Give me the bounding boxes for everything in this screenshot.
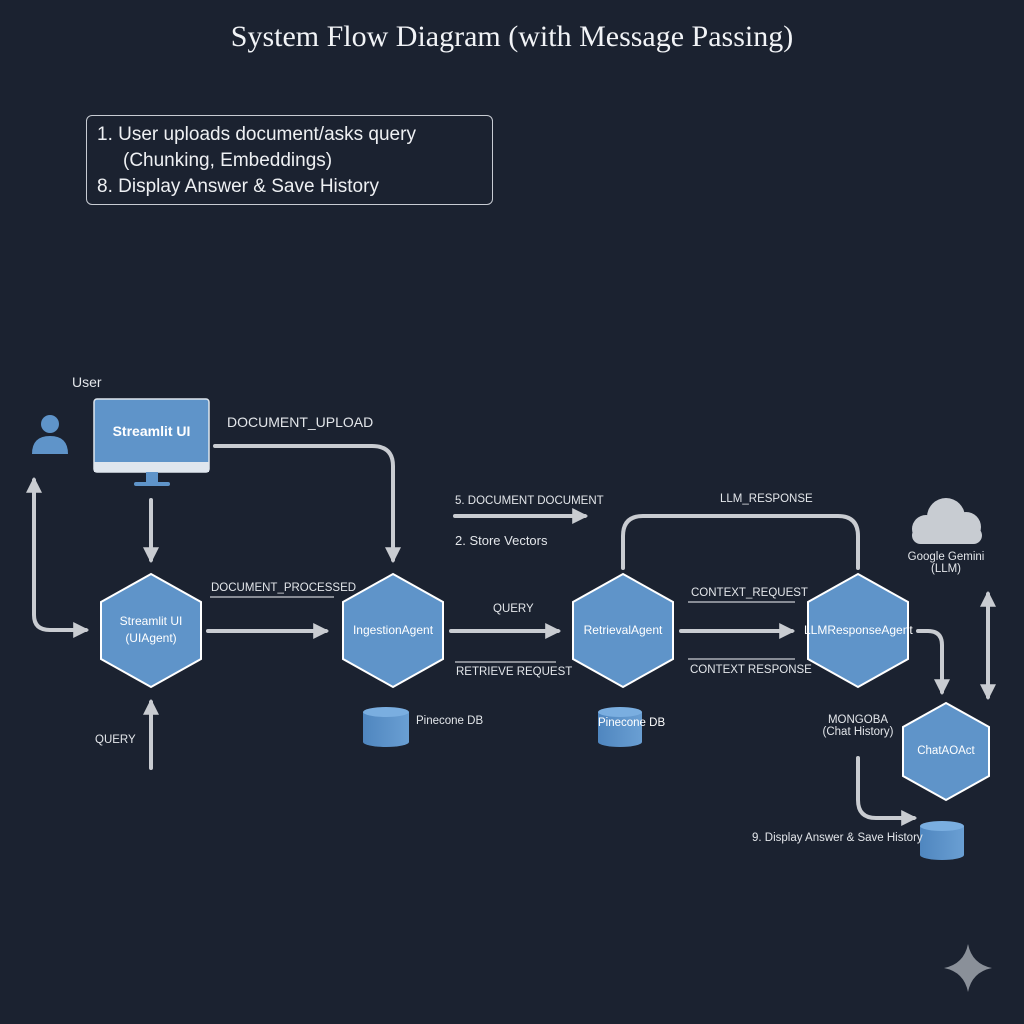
node-retrieval-agent[interactable] — [572, 572, 674, 689]
monitor-label: Streamlit UI — [112, 423, 191, 439]
diagram-title: System Flow Diagram (with Message Passin… — [230, 20, 794, 53]
mongo-db-label-line2: (Chat History) — [822, 726, 894, 738]
database-icon — [363, 707, 409, 747]
monitor-icon — [93, 398, 210, 486]
arrow-mongo-to-db — [856, 756, 918, 826]
database-icon — [920, 821, 964, 860]
node-ingestion-agent[interactable] — [342, 572, 444, 689]
step-line-1: 1. User uploads document/asks query — [97, 124, 416, 145]
message-document-processed: DOCUMENT_PROCESSED — [211, 582, 357, 594]
node-uiagent-label-line2: (UIAgent) — [125, 631, 177, 645]
message-llm-response: LLM_RESPONSE — [720, 493, 813, 505]
message-document-upload: DOCUMENT_UPLOAD — [227, 414, 374, 430]
step-line-3: 8. Display Answer & Save History — [97, 176, 379, 197]
connectors — [26, 444, 996, 826]
node-uiagent-label: Streamlit UI (UIAgent) — [101, 613, 201, 647]
gemini-label-line1: Google Gemini — [907, 551, 985, 563]
node-chat-agent[interactable] — [902, 701, 990, 802]
message-context-response: CONTEXT RESPONSE — [690, 664, 812, 676]
node-uiagent-label-line1: Streamlit UI — [119, 614, 183, 628]
node-chat-label: ChatAOAct — [917, 745, 975, 757]
message-store-vectors: 2. Store Vectors — [455, 533, 548, 548]
database-icon — [598, 707, 642, 747]
message-retrieve-request: RETRIEVE REQUEST — [456, 666, 573, 678]
display-answer-label: 9. Display Answer & Save History — [752, 832, 923, 844]
arrow-llm-response-loop — [621, 514, 860, 570]
arrow-user-loop — [26, 476, 90, 638]
user-label: User — [72, 374, 102, 390]
message-query-mid: QUERY — [493, 603, 534, 615]
pinecone-db-label-2: Pinecone DB — [598, 717, 666, 729]
arrow-document-upload — [213, 444, 401, 564]
gemini-label-line2: (LLM) — [930, 563, 962, 575]
user-icon — [32, 415, 68, 454]
node-llm-response-label: LLMResponseAgent — [804, 623, 913, 637]
arrow-llm-to-chat — [916, 629, 950, 696]
message-context-request: CONTEXT_REQUEST — [691, 587, 808, 599]
sparkle-icon — [944, 944, 992, 992]
message-query-left: QUERY — [95, 734, 136, 746]
node-llm-response-agent[interactable] — [807, 572, 909, 689]
node-uiagent[interactable] — [100, 572, 202, 689]
cloud-icon — [912, 498, 982, 544]
gemini-label: Google Gemini (LLM) — [898, 551, 994, 575]
message-document-document: 5. DOCUMENT DOCUMENT — [455, 495, 604, 507]
node-ingestion-label: IngestionAgent — [352, 623, 434, 637]
mongo-db-label: MONGOBA (Chat History) — [816, 714, 900, 738]
node-retrieval-label: RetrievalAgent — [583, 623, 663, 637]
step-line-2: (Chunking, Embeddings) — [123, 150, 333, 171]
pinecone-db-label-1: Pinecone DB — [416, 715, 484, 727]
steps-box: 1. User uploads document/asks query (Chu… — [86, 115, 493, 205]
mongo-db-label-line1: MONGOBA — [827, 714, 889, 726]
